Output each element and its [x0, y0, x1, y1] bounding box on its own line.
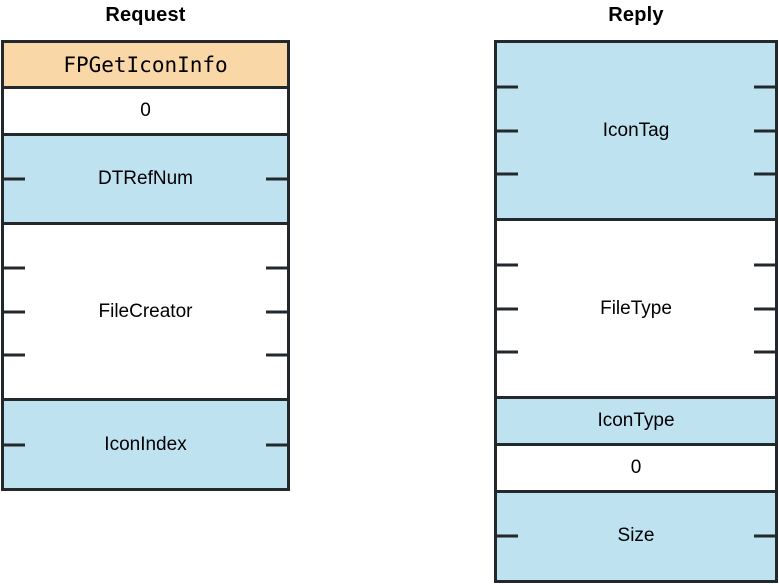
reply-column-title: Reply: [608, 4, 664, 26]
field-label: 0: [140, 99, 151, 121]
byte-boundary-tick: [754, 85, 778, 89]
request-field-iconindex: IconIndex: [1, 398, 290, 488]
reply-field-0: 0: [497, 442, 775, 490]
byte-boundary-tick: [494, 129, 518, 132]
byte-boundary-tick: [494, 263, 518, 267]
byte-boundary-tick: [494, 85, 518, 89]
byte-boundary-tick: [494, 350, 518, 354]
request-field-0: 0: [4, 86, 287, 133]
field-label: IconTag: [602, 119, 670, 141]
byte-boundary-tick: [266, 177, 290, 181]
request-field-fpgeticoninfo: FPGetIconInfo: [4, 43, 287, 87]
byte-boundary-tick: [266, 443, 290, 447]
byte-boundary-tick: [1, 266, 25, 270]
field-label: 0: [630, 456, 642, 478]
byte-boundary-tick: [754, 307, 778, 310]
byte-boundary-tick: [494, 172, 518, 176]
byte-boundary-tick: [266, 266, 290, 270]
byte-boundary-tick: [754, 263, 778, 267]
request-field-filecreator: FileCreator: [1, 222, 290, 399]
byte-boundary-tick: [754, 172, 778, 176]
byte-boundary-tick: [266, 353, 290, 357]
byte-boundary-tick: [754, 534, 778, 538]
reply-field-size: Size: [494, 489, 778, 580]
request-field-dtrefnum: DTRefNum: [1, 132, 290, 223]
byte-boundary-tick: [266, 310, 290, 314]
byte-boundary-tick: [1, 177, 25, 181]
request-column-title: Request: [105, 4, 186, 26]
byte-boundary-tick: [1, 443, 25, 447]
byte-boundary-tick: [754, 350, 778, 354]
field-label: FileType: [600, 297, 672, 319]
reply-field-icontype: IconType: [497, 396, 775, 443]
byte-boundary-tick: [1, 353, 25, 357]
field-label: IconType: [597, 409, 675, 431]
field-label: IconIndex: [104, 433, 187, 455]
byte-boundary-tick: [754, 129, 778, 132]
reply-field-icontag: IconTag: [494, 43, 778, 218]
byte-boundary-tick: [494, 307, 518, 310]
reply-field-filetype: FileType: [494, 218, 778, 396]
field-label: Size: [617, 525, 655, 547]
field-label: DTRefNum: [97, 167, 193, 189]
byte-boundary-tick: [1, 310, 25, 314]
field-label: FileCreator: [98, 300, 193, 322]
byte-boundary-tick: [494, 534, 518, 538]
field-label: FPGetIconInfo: [63, 52, 228, 77]
